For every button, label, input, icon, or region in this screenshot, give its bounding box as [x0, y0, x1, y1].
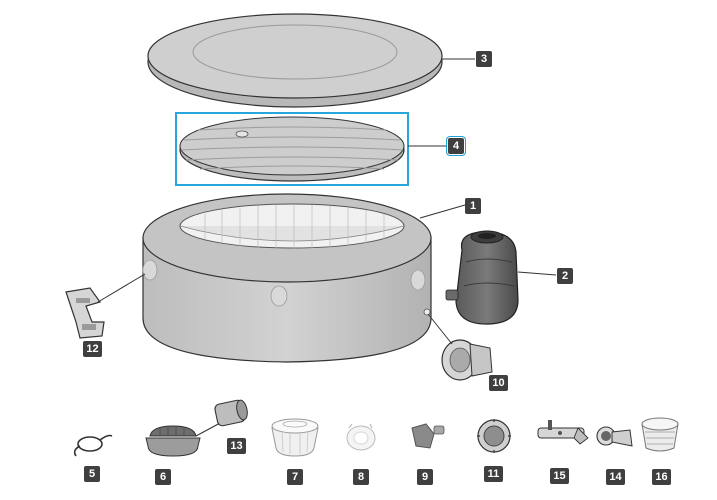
part-5-hose[interactable] — [73, 434, 113, 457]
part-7-filter-unit[interactable] — [271, 418, 319, 457]
label-part-10[interactable]: 10 — [489, 375, 508, 391]
part-9-plug[interactable] — [411, 423, 445, 449]
label-part-6[interactable]: 6 — [155, 469, 171, 485]
part-4-inflatable-lid[interactable] — [179, 116, 405, 182]
part-11-cap[interactable] — [477, 419, 511, 453]
label-part-5[interactable]: 5 — [84, 466, 100, 482]
part-3-cover[interactable] — [147, 13, 475, 108]
label-part-8[interactable]: 8 — [353, 469, 369, 485]
part-12-buckle[interactable] — [65, 273, 146, 339]
part-13-filter-cartridge[interactable] — [214, 399, 249, 427]
label-part-4-selected[interactable]: 4 — [446, 136, 466, 156]
label-part-15[interactable]: 15 — [550, 468, 569, 484]
label-part-14[interactable]: 14 — [606, 469, 625, 485]
part-1-tub[interactable] — [142, 193, 466, 363]
part-2-pump[interactable] — [445, 230, 557, 325]
part-10-valve[interactable] — [427, 313, 493, 381]
part-8-connector[interactable] — [346, 423, 376, 451]
label-part-11[interactable]: 11 — [484, 466, 503, 482]
part-14-hose-adapter[interactable] — [596, 426, 633, 447]
part-4-highlight-box — [175, 112, 409, 186]
label-part-3[interactable]: 3 — [476, 51, 492, 67]
label-part-16[interactable]: 16 — [652, 469, 671, 485]
label-part-1[interactable]: 1 — [465, 198, 481, 214]
part-6-filter-housing[interactable] — [145, 421, 223, 457]
label-part-9[interactable]: 9 — [417, 469, 433, 485]
label-part-2[interactable]: 2 — [557, 268, 573, 284]
part-16-strainer[interactable] — [641, 417, 679, 452]
label-part-12[interactable]: 12 — [83, 341, 102, 357]
part-15-tool[interactable] — [537, 420, 589, 445]
label-part-13[interactable]: 13 — [227, 438, 246, 454]
label-part-7[interactable]: 7 — [287, 469, 303, 485]
